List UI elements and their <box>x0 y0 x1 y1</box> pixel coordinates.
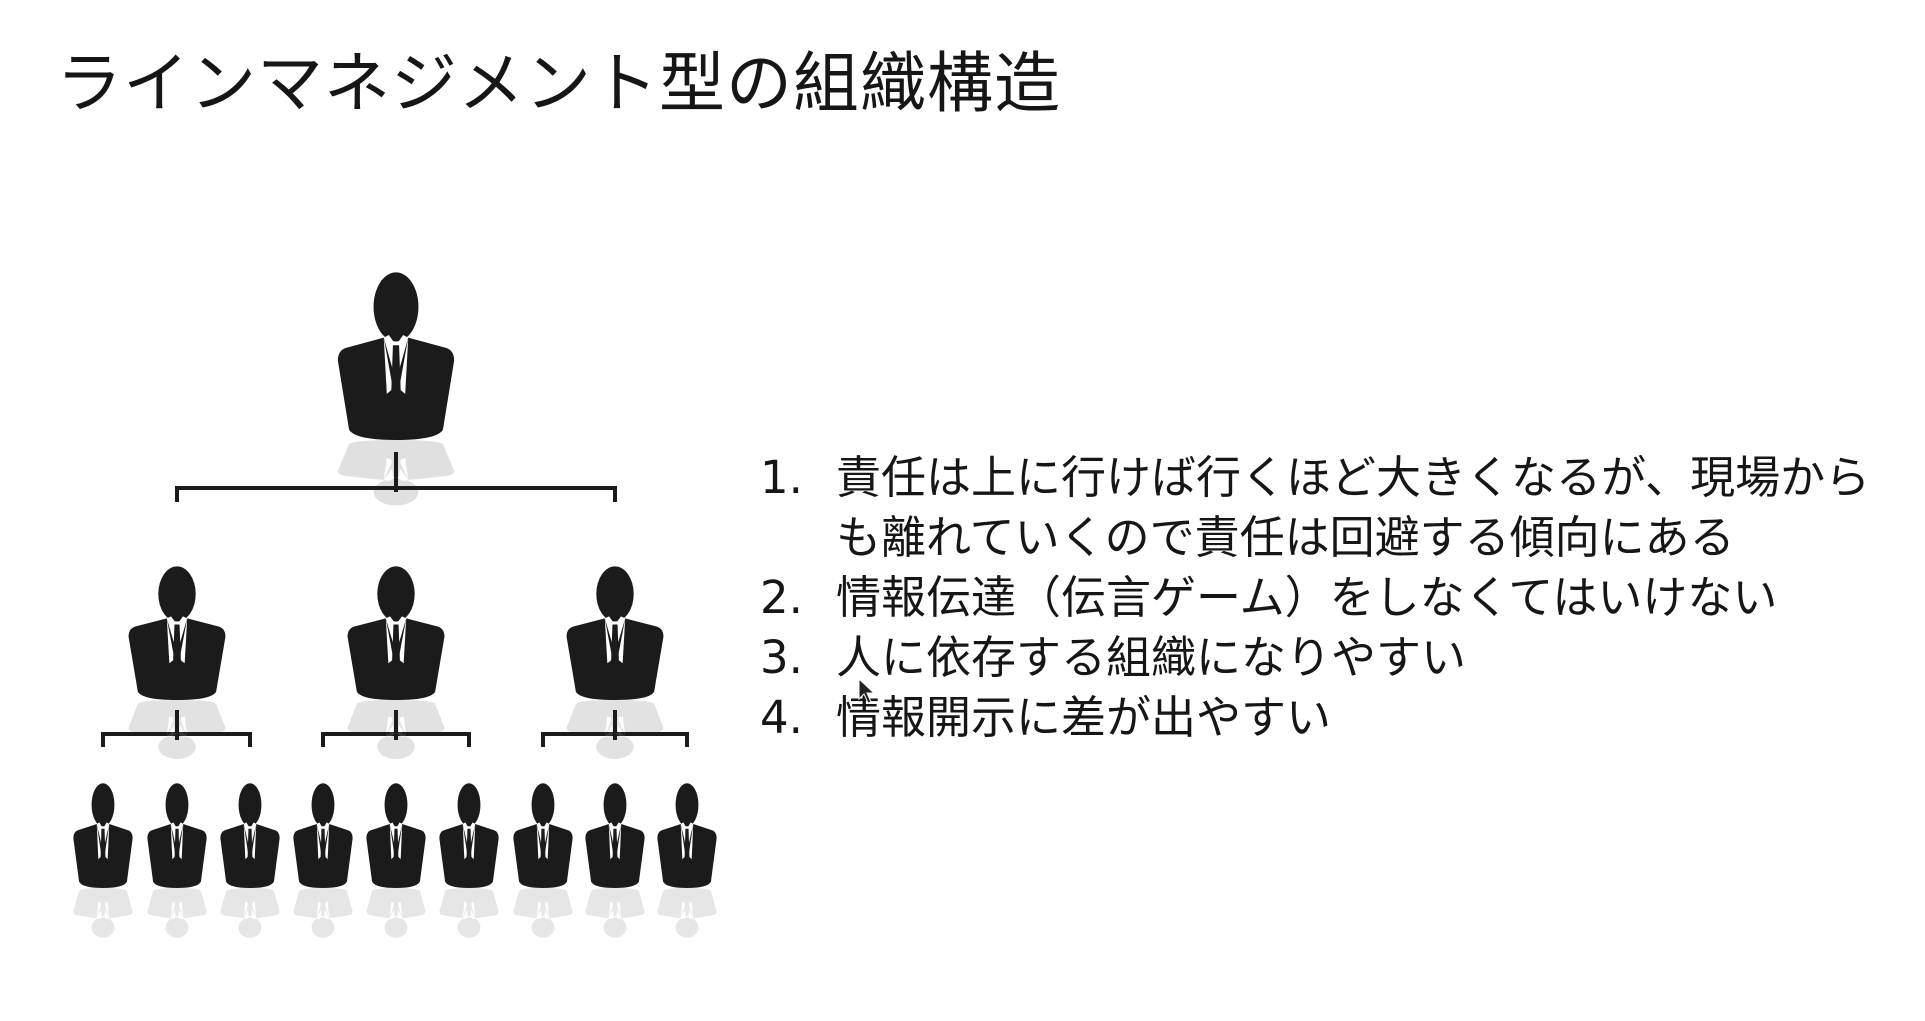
staff-person-icon <box>657 783 717 938</box>
list-item: 4. 情報開示に差が出やすい <box>760 688 1910 748</box>
staff-person-icon <box>220 783 280 938</box>
slide-title: ラインマネジメント型の組織構造 <box>56 45 1061 122</box>
staff-person-icon <box>147 783 207 938</box>
list-item-text: 責任は上に行けば行くほど大きくなるが、現場からも離れていくので責任は回避する傾向… <box>836 451 1871 564</box>
list-item: 2. 情報伝達（伝言ゲーム）をしなくてはいけない <box>760 568 1910 628</box>
mouse-cursor-icon <box>858 678 876 704</box>
list-item-text: 情報伝達（伝言ゲーム）をしなくてはいけない <box>836 571 1778 624</box>
middle-manager-person-icon <box>347 566 445 759</box>
staff-person-icon <box>439 783 499 938</box>
list-item-number: 3. <box>760 631 803 684</box>
middle-manager-person-icon <box>566 566 664 759</box>
list-item-number: 4. <box>760 691 803 744</box>
list-item-text: 情報開示に差が出やすい <box>836 691 1332 744</box>
org-chart <box>73 272 717 938</box>
staff-person-icon <box>366 783 426 938</box>
staff-person-icon <box>585 783 645 938</box>
list-item-text: 人に依存する組織になりやすい <box>836 631 1467 684</box>
list-item: 1. 責任は上に行けば行くほど大きくなるが、現場からも離れていくので責任は回避す… <box>760 448 1910 568</box>
key-points-list: 1. 責任は上に行けば行くほど大きくなるが、現場からも離れていくので責任は回避す… <box>760 448 1910 748</box>
manager-person-icon <box>337 272 455 506</box>
middle-tier <box>128 566 664 759</box>
list-item: 3. 人に依存する組織になりやすい <box>760 628 1910 688</box>
middle-manager-person-icon <box>128 566 226 759</box>
list-item-number: 1. <box>760 451 803 504</box>
list-item-number: 2. <box>760 571 803 624</box>
staff-tier <box>73 783 717 938</box>
staff-person-icon <box>293 783 353 938</box>
staff-person-icon <box>73 783 133 938</box>
staff-person-icon <box>513 783 573 938</box>
